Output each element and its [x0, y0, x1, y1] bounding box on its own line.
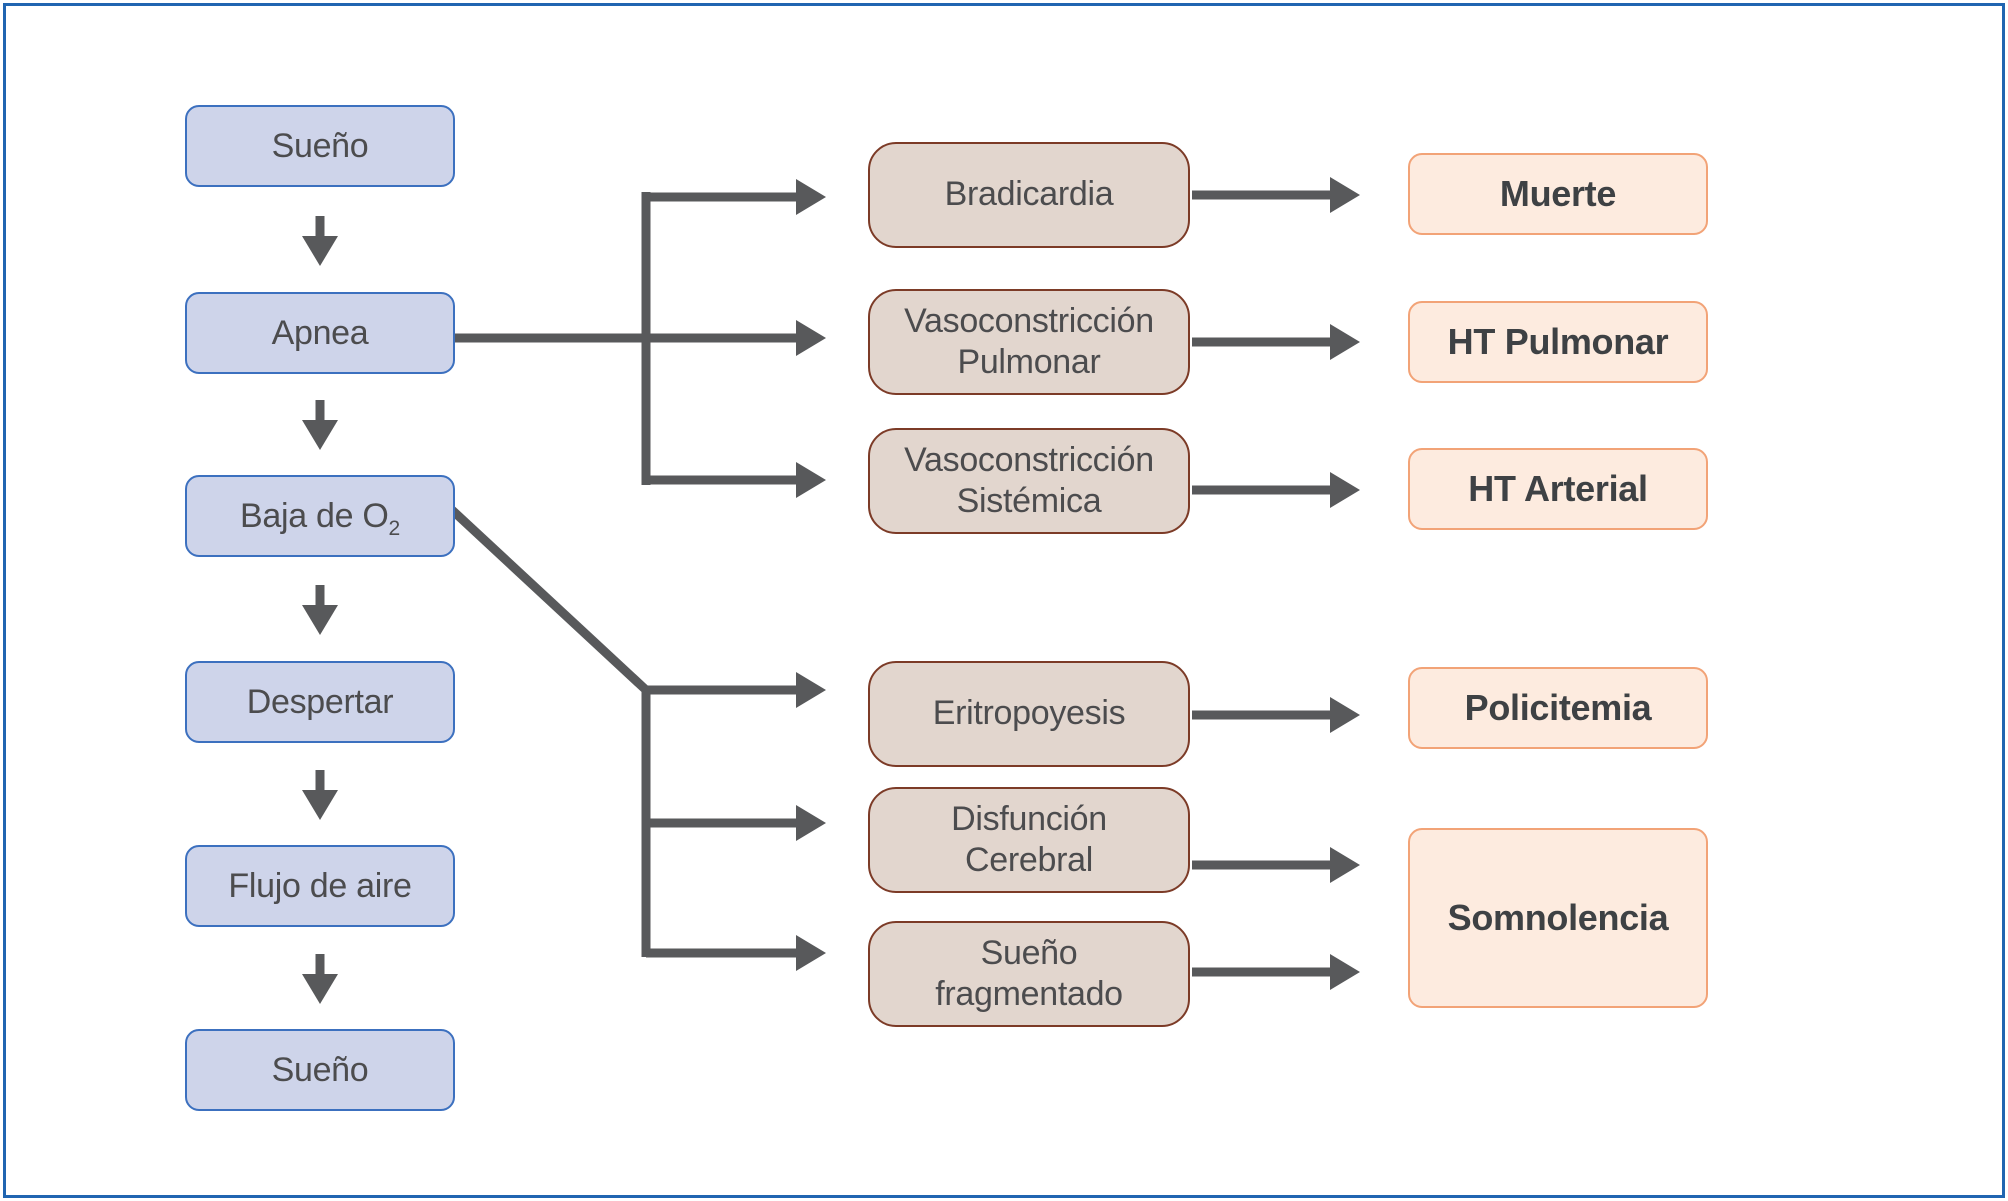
node-vasoconstriccion-pulmonar: Vasoconstricción Pulmonar [868, 289, 1190, 395]
node-flujo-de-aire: Flujo de aire [185, 845, 455, 927]
node-sueno-end: Sueño [185, 1029, 455, 1111]
node-baja-o2: Baja de O2 [185, 475, 455, 557]
node-ht-arterial: HT Arterial [1408, 448, 1708, 530]
node-bradicardia: Bradicardia [868, 142, 1190, 248]
diagonal-baja-o2-branch [448, 506, 650, 694]
node-muerte: Muerte [1408, 153, 1708, 235]
node-ht-pulmonar: HT Pulmonar [1408, 301, 1708, 383]
node-eritropoyesis: Eritropoyesis [868, 661, 1190, 767]
node-disfuncion-cerebral: Disfunción Cerebral [868, 787, 1190, 893]
node-policitemia: Policitemia [1408, 667, 1708, 749]
node-vasoconstriccion-sistemica: Vasoconstricción Sistémica [868, 428, 1190, 534]
node-sueno-fragmentado: Sueño fragmentado [868, 921, 1190, 1027]
node-despertar: Despertar [185, 661, 455, 743]
node-somnolencia: Somnolencia [1408, 828, 1708, 1008]
node-sueno-start: Sueño [185, 105, 455, 187]
node-apnea: Apnea [185, 292, 455, 374]
